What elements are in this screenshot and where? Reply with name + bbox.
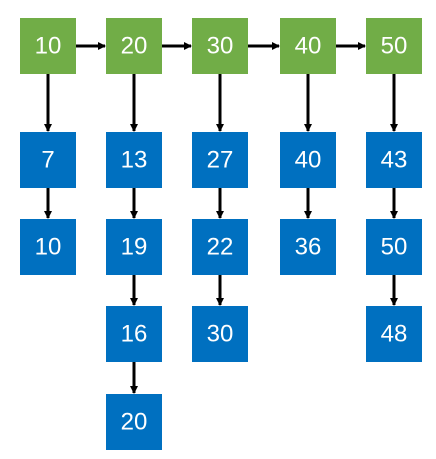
chain-node-label: 43: [381, 147, 408, 174]
head-node-label: 20: [121, 33, 148, 60]
head-node: 40: [280, 18, 336, 74]
nodes-layer: 10 7 10 20 13 19 16 20 30 27 22 30 40 40 36 50 43 50 48: [20, 18, 422, 450]
chain-node-label: 19: [121, 234, 148, 261]
chain-node-label: 22: [207, 234, 234, 261]
head-node: 20: [106, 18, 162, 74]
chain-node-label: 27: [207, 147, 234, 174]
head-node-box: [192, 18, 248, 74]
chain-node-box: [280, 219, 336, 275]
head-node-label: 40: [295, 33, 322, 60]
chain-node-label: 10: [35, 234, 62, 261]
head-node-box: [366, 18, 422, 74]
chain-node-box: [20, 132, 76, 188]
chain-node-label: 30: [207, 321, 234, 348]
chain-node: 7: [20, 132, 76, 188]
chain-node: 20: [106, 394, 162, 450]
head-node: 50: [366, 18, 422, 74]
head-node-box: [106, 18, 162, 74]
head-node-label: 50: [381, 33, 408, 60]
chain-node-label: 13: [121, 147, 148, 174]
chain-node: 22: [192, 219, 248, 275]
chain-node: 50: [366, 219, 422, 275]
chain-node-box: [20, 219, 76, 275]
chain-node-box: [106, 394, 162, 450]
head-node-box: [280, 18, 336, 74]
chain-node: 48: [366, 306, 422, 362]
head-node-label: 30: [207, 33, 234, 60]
head-node: 10: [20, 18, 76, 74]
head-node: 30: [192, 18, 248, 74]
chain-node: 40: [280, 132, 336, 188]
chain-node-label: 20: [121, 409, 148, 436]
chain-node-box: [366, 306, 422, 362]
chain-node: 30: [192, 306, 248, 362]
chain-node-box: [106, 306, 162, 362]
head-node-label: 10: [35, 33, 62, 60]
chain-node-box: [106, 132, 162, 188]
chain-node: 13: [106, 132, 162, 188]
chain-node-label: 16: [121, 321, 148, 348]
chain-node-box: [106, 219, 162, 275]
arrows-layer: [44, 42, 398, 394]
chain-node-label: 50: [381, 234, 408, 261]
chain-node-label: 36: [295, 234, 322, 261]
chain-node: 19: [106, 219, 162, 275]
chain-node: 10: [20, 219, 76, 275]
chain-node-box: [192, 306, 248, 362]
chain-node-box: [280, 132, 336, 188]
chain-node-label: 7: [41, 147, 54, 174]
chain-node: 27: [192, 132, 248, 188]
chain-node: 36: [280, 219, 336, 275]
chain-node-box: [366, 219, 422, 275]
chain-node-label: 48: [381, 321, 408, 348]
chain-node-label: 40: [295, 147, 322, 174]
chain-node-box: [192, 219, 248, 275]
head-node-box: [20, 18, 76, 74]
chain-node: 16: [106, 306, 162, 362]
chain-node-box: [366, 132, 422, 188]
chain-node: 43: [366, 132, 422, 188]
chain-node-box: [192, 132, 248, 188]
